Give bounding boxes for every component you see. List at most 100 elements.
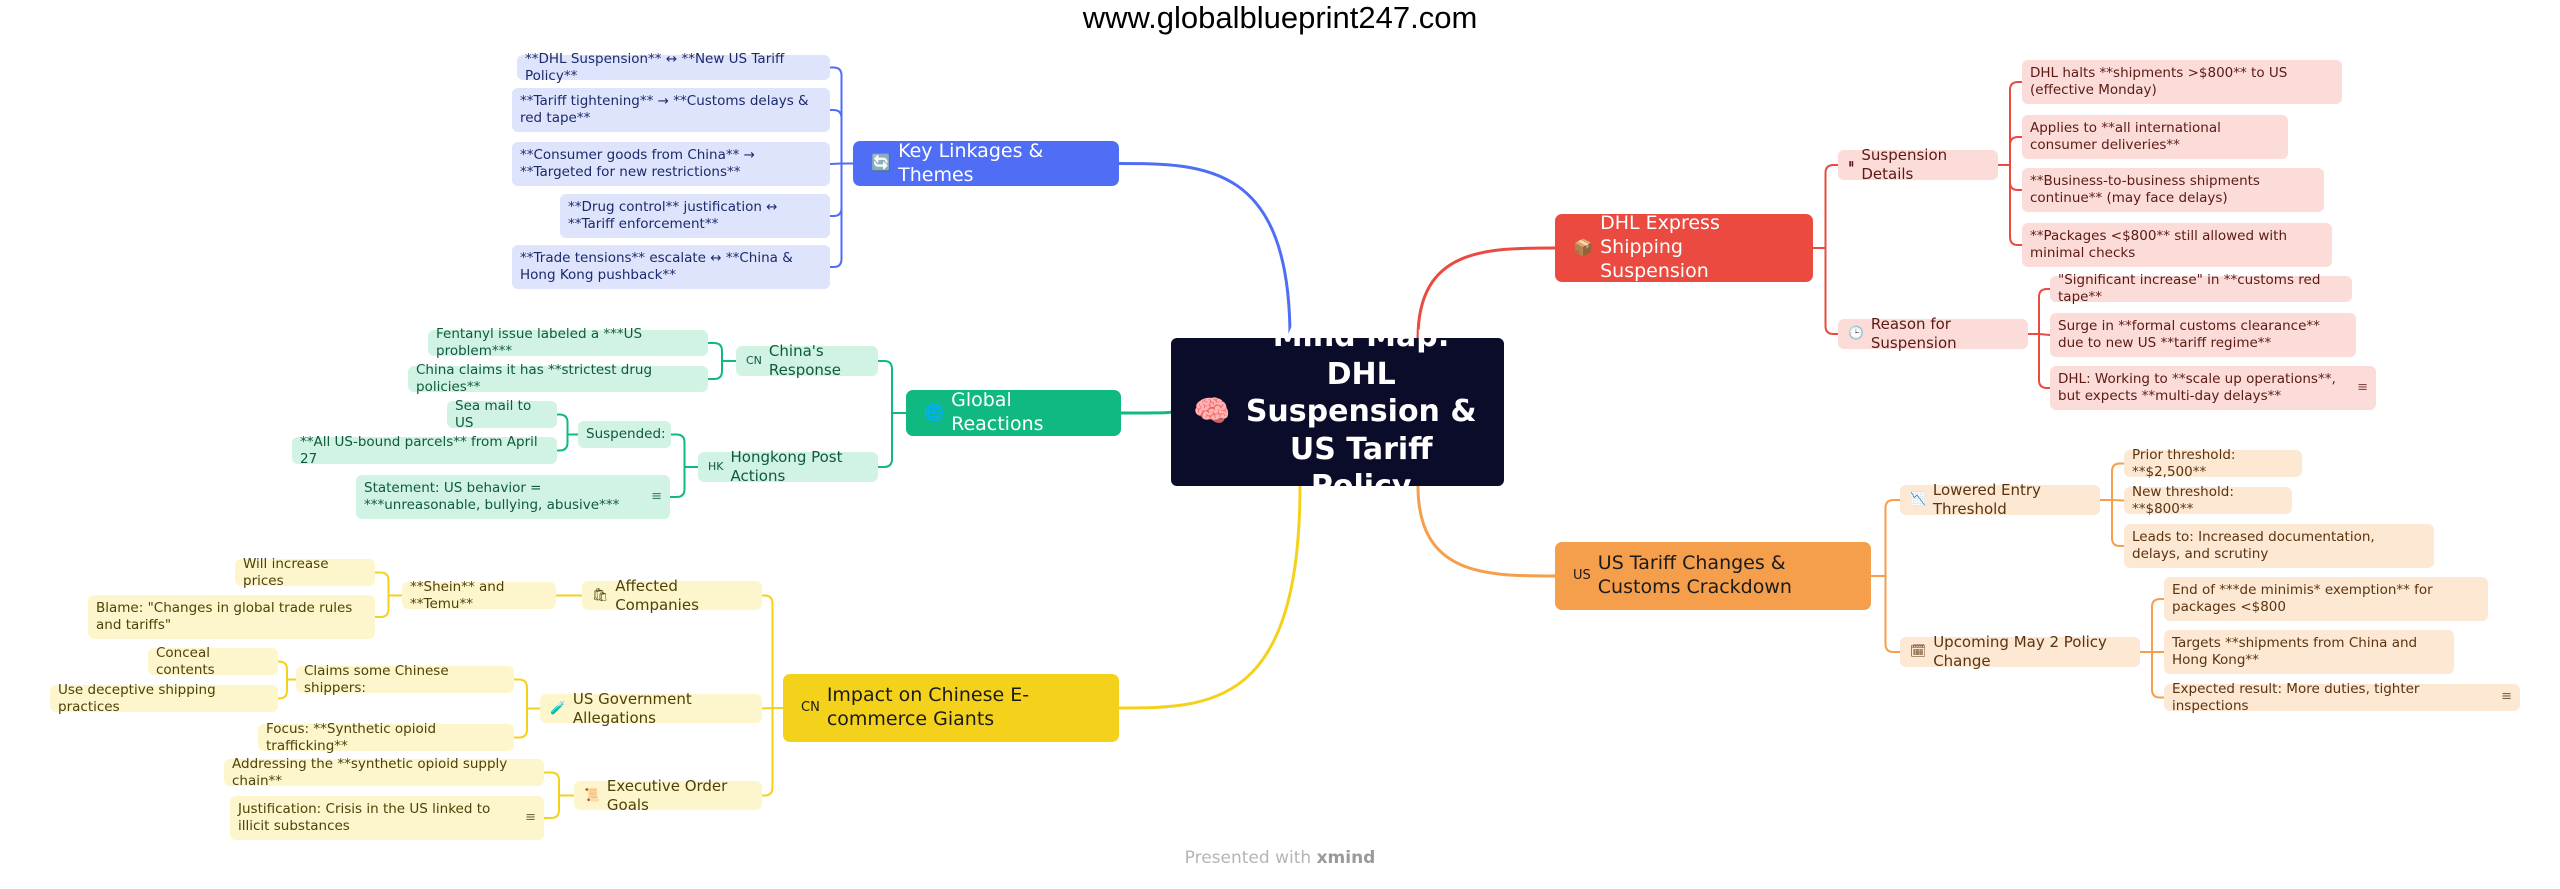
- topic-may-2-policy[interactable]: 🗓Upcoming May 2 Policy Change: [1900, 633, 2140, 670]
- leaf-threshold[interactable]: Leads to: Increased documentation, delay…: [2124, 524, 2434, 568]
- leaf-may2-change[interactable]: Expected result: More duties, tighter in…: [2164, 681, 2520, 714]
- footer-prefix: Presented with: [1184, 848, 1312, 868]
- branch-connector: [1824, 164, 1839, 249]
- leaf-focus[interactable]: Focus: **Synthetic opioid trafficking**: [258, 721, 514, 754]
- main-connector: [1119, 410, 1173, 415]
- china-flag-icon: CN: [746, 354, 762, 368]
- topic-label: Lowered Entry Threshold: [1932, 481, 2041, 518]
- leaf-suspended-item[interactable]: **All US-bound parcels** from April 27: [292, 434, 557, 467]
- leaf-threshold[interactable]: New threshold: **$800**: [2124, 484, 2292, 517]
- leaf-china-response[interactable]: China claims it has **strictest drug pol…: [408, 362, 708, 395]
- branch-connector: [670, 433, 686, 468]
- leaf-key-linkage[interactable]: **Consumer goods from China** → **Target…: [512, 142, 830, 186]
- branch-connector: [707, 342, 723, 362]
- branch-connector: [2038, 288, 2051, 335]
- branch-global-reactions[interactable]: 🌐 Global Reactions: [906, 389, 1121, 436]
- main-connector: [1416, 484, 1557, 578]
- chart-down-icon: 📉: [1910, 492, 1926, 508]
- topic-reason-for-suspension[interactable]: 🕒Reason for Suspension: [1838, 315, 2028, 352]
- topic-suspension-details[interactable]: ⏸Suspension Details: [1838, 146, 1998, 183]
- main-connector: [1117, 162, 1292, 340]
- branch-connector: [374, 571, 390, 597]
- leaf-text: Expected result: More duties, tighter in…: [2172, 680, 2420, 714]
- topic-executive-order-goals[interactable]: 📜Executive Order Goals: [574, 777, 762, 814]
- topic-china-response[interactable]: CN China's Response: [736, 342, 878, 379]
- test-tube-icon: 🧪: [550, 700, 566, 716]
- branch-connector: [543, 794, 560, 819]
- shopping-bag-icon: 🛍: [592, 587, 609, 603]
- branch-connector: [829, 162, 843, 165]
- notes-icon[interactable]: ≡: [2501, 689, 2512, 705]
- topic-label: China's Response: [768, 342, 841, 379]
- central-topic[interactable]: 🧠Mind Map: DHL Suspension & US Tariff Po…: [1171, 319, 1504, 504]
- leaf-key-linkage[interactable]: **Drug control** justification ↔ **Tarif…: [560, 194, 830, 238]
- leaf-company-impact[interactable]: Blame: "Changes in global trade rules an…: [88, 595, 375, 639]
- leaf-claim[interactable]: Conceal contents: [148, 645, 278, 678]
- leaf-company-impact[interactable]: Will increase prices: [235, 556, 375, 589]
- topic-shein-temu[interactable]: **Shein** and **Temu**: [402, 579, 556, 612]
- china-flag-icon: CN: [801, 699, 820, 715]
- branch-connector: [2038, 333, 2051, 336]
- site-url-banner: www.globalblueprint247.com: [1082, 0, 1478, 35]
- branch-dhl-suspension[interactable]: 📦 DHL Express Shipping Suspension: [1555, 212, 1813, 282]
- leaf-may2-change[interactable]: End of ***de minimis* exemption** for pa…: [2164, 577, 2488, 621]
- topic-label: Executive Order Goals: [606, 776, 728, 814]
- notes-icon[interactable]: ≡: [2357, 379, 2368, 395]
- refresh-icon: 🔄: [871, 153, 892, 173]
- branch-connector: [2151, 651, 2165, 699]
- branch-connector: [877, 360, 893, 414]
- leaf-suspension-reason[interactable]: "Significant increase" in **customs red …: [2050, 272, 2352, 305]
- package-icon: 📦: [1573, 237, 1594, 257]
- branch-connector: [277, 660, 288, 681]
- branch-connector: [374, 594, 390, 618]
- leaf-text: Statement: US behavior = ***unreasonable…: [364, 480, 620, 513]
- leaf-key-linkage[interactable]: **DHL Suspension** ↔ **New US Tariff Pol…: [517, 51, 830, 84]
- main-connector: [1416, 246, 1557, 340]
- branch-label: Global Reactions: [951, 389, 1044, 435]
- branch-connector: [2151, 598, 2165, 653]
- leaf-eo-goal[interactable]: Justification: Crisis in the US linked t…: [230, 796, 544, 840]
- topic-affected-companies[interactable]: 🛍 Affected Companies: [582, 577, 762, 614]
- leaf-key-linkage[interactable]: **Trade tensions** escalate ↔ **China & …: [512, 245, 830, 289]
- globe-icon: 🌐: [924, 402, 945, 422]
- leaf-suspension-detail[interactable]: Applies to **all international consumer …: [2022, 115, 2288, 159]
- branch-label: DHL Express Shipping Suspension: [1600, 212, 1720, 282]
- topic-label: Affected Companies: [615, 576, 699, 614]
- leaf-eo-goal[interactable]: Addressing the **synthetic opioid supply…: [224, 756, 544, 789]
- leaf-suspension-reason[interactable]: Surge in **formal customs clearance** du…: [2050, 313, 2356, 357]
- leaf-text: DHL: Working to **scale up operations**,…: [2058, 371, 2336, 404]
- leaf-suspension-detail[interactable]: **Packages <$800** still allowed with mi…: [2022, 223, 2332, 267]
- branch-connector: [2038, 333, 2051, 389]
- leaf-suspended-item[interactable]: Sea mail to US: [447, 398, 557, 431]
- topic-lowered-threshold[interactable]: 📉 Lowered Entry Threshold: [1900, 481, 2100, 518]
- leaf-claim[interactable]: Use deceptive shipping practices: [50, 682, 278, 715]
- branch-connector: [2009, 164, 2023, 191]
- leaf-threshold[interactable]: Prior threshold: **$2,500**: [2124, 447, 2302, 480]
- topic-us-allegations[interactable]: 🧪US Government Allegations: [540, 690, 762, 727]
- branch-connector: [2009, 136, 2023, 166]
- branch-connector: [543, 771, 560, 797]
- topic-suspended[interactable]: Suspended:: [578, 421, 671, 448]
- branch-connector: [277, 678, 288, 700]
- branch-connector: [761, 594, 774, 709]
- branch-connector: [1824, 247, 1839, 335]
- leaf-hk-statement[interactable]: Statement: US behavior = ***unreasonable…: [356, 475, 670, 519]
- leaf-text: Justification: Crisis in the US linked t…: [238, 801, 491, 834]
- xmind-brand: xmind: [1316, 848, 1376, 868]
- leaf-may2-change[interactable]: Targets **shipments from China and Hong …: [2164, 630, 2454, 674]
- branch-key-linkages[interactable]: 🔄Key Linkages & Themes: [853, 140, 1119, 186]
- leaf-suspension-reason[interactable]: DHL: Working to **scale up operations**,…: [2050, 366, 2376, 410]
- branch-label: US Tariff Changes & Customs Crackdown: [1597, 552, 1792, 598]
- leaf-suspension-detail[interactable]: **Business-to-business shipments continu…: [2022, 168, 2324, 212]
- topic-claims[interactable]: Claims some Chinese shippers:: [296, 663, 514, 696]
- leaf-key-linkage[interactable]: **Tariff tightening** → **Customs delays…: [512, 88, 830, 132]
- leaf-suspension-detail[interactable]: DHL halts **shipments >$800** to US (eff…: [2022, 60, 2342, 104]
- notes-icon[interactable]: ≡: [651, 488, 662, 504]
- branch-connector: [761, 707, 774, 797]
- leaf-china-response[interactable]: Fentanyl issue labeled a ***US problem**…: [428, 326, 708, 359]
- notes-icon[interactable]: ≡: [525, 809, 536, 825]
- hongkong-flag-icon: HK: [708, 460, 724, 474]
